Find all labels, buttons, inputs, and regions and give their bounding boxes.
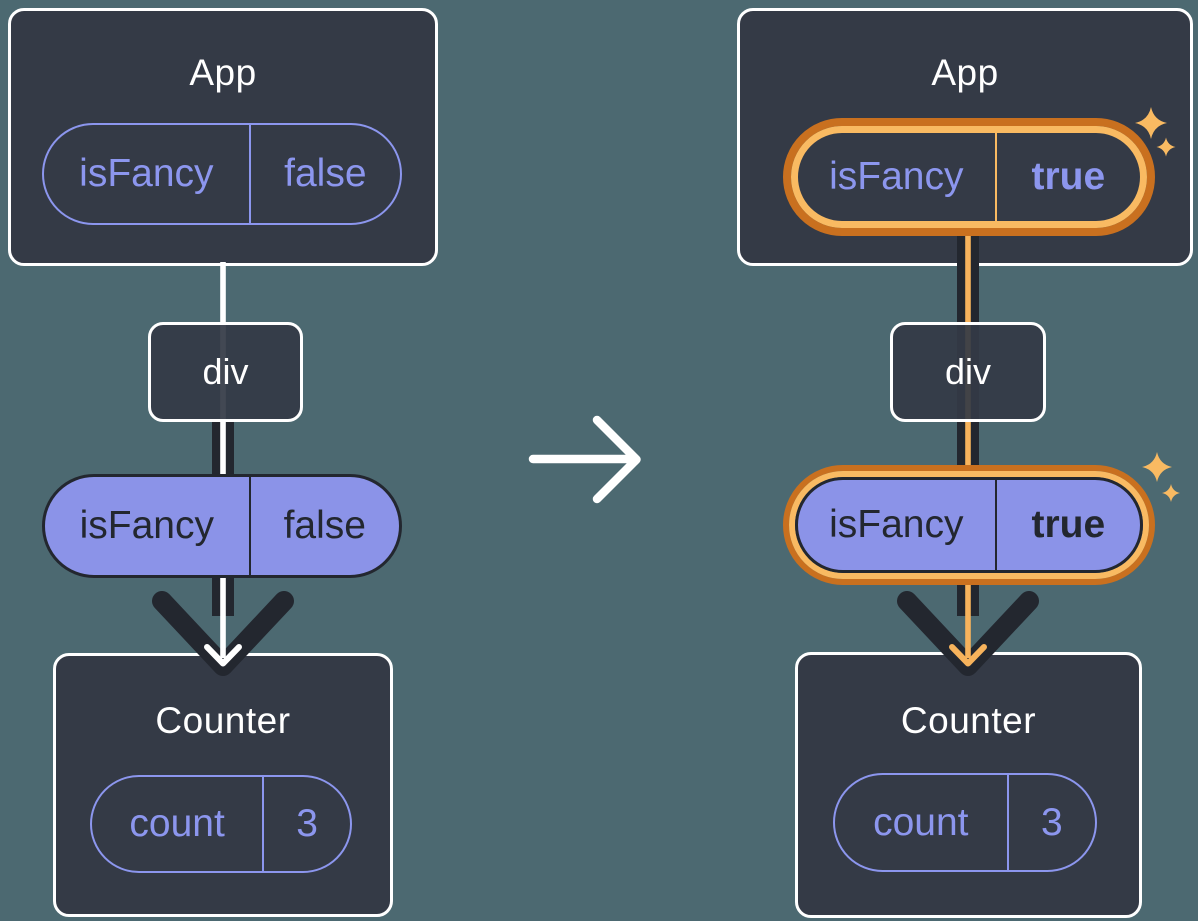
- pill-value-label: true: [994, 480, 1140, 570]
- right-app-state-pill: isFancy true: [798, 133, 1140, 221]
- pill-key-label: isFancy: [79, 152, 214, 195]
- pill-key-label: isFancy: [79, 504, 214, 547]
- left-counter-title: Counter: [155, 700, 291, 741]
- pill-value-label: false: [248, 477, 399, 575]
- sparkle-icon: [1142, 452, 1172, 482]
- right-counter-title: Counter: [900, 700, 1037, 741]
- right-prop-pill: isFancy true: [795, 477, 1143, 573]
- right-state-flow-edge: [965, 232, 971, 658]
- pill-value-label: true: [994, 133, 1140, 221]
- right-app-state-highlight-ring: isFancy true: [783, 118, 1155, 236]
- right-prop-highlight-ring: isFancy true: [783, 465, 1155, 585]
- highlight-ring-inner: isFancy true: [789, 471, 1149, 579]
- right-div-label: div: [944, 351, 992, 392]
- left-div-label: div: [202, 351, 249, 392]
- right-div-node-box: div: [890, 322, 1046, 422]
- pill-key-label: isFancy: [829, 155, 964, 198]
- left-prop-pill: isFancy false: [42, 474, 402, 578]
- highlight-ring-inner: isFancy true: [791, 126, 1147, 228]
- pill-key-label: count: [129, 802, 225, 845]
- sparkle-icon: [1162, 484, 1180, 502]
- right-app-title: App: [931, 52, 999, 93]
- left-app-state-pill: isFancy false: [42, 123, 402, 225]
- left-counter-state-pill: count 3: [90, 775, 352, 873]
- pill-key-label: count: [873, 800, 969, 844]
- pill-value-label: 3: [262, 777, 350, 871]
- pill-value-label: false: [248, 125, 400, 223]
- left-div-node-box: div: [148, 322, 303, 422]
- right-counter-state-pill: count 3: [833, 773, 1097, 872]
- transition-arrow-icon: [528, 415, 641, 504]
- pill-key-label: isFancy: [829, 503, 964, 546]
- pill-value-label: 3: [1006, 775, 1095, 870]
- left-app-title: App: [189, 52, 257, 93]
